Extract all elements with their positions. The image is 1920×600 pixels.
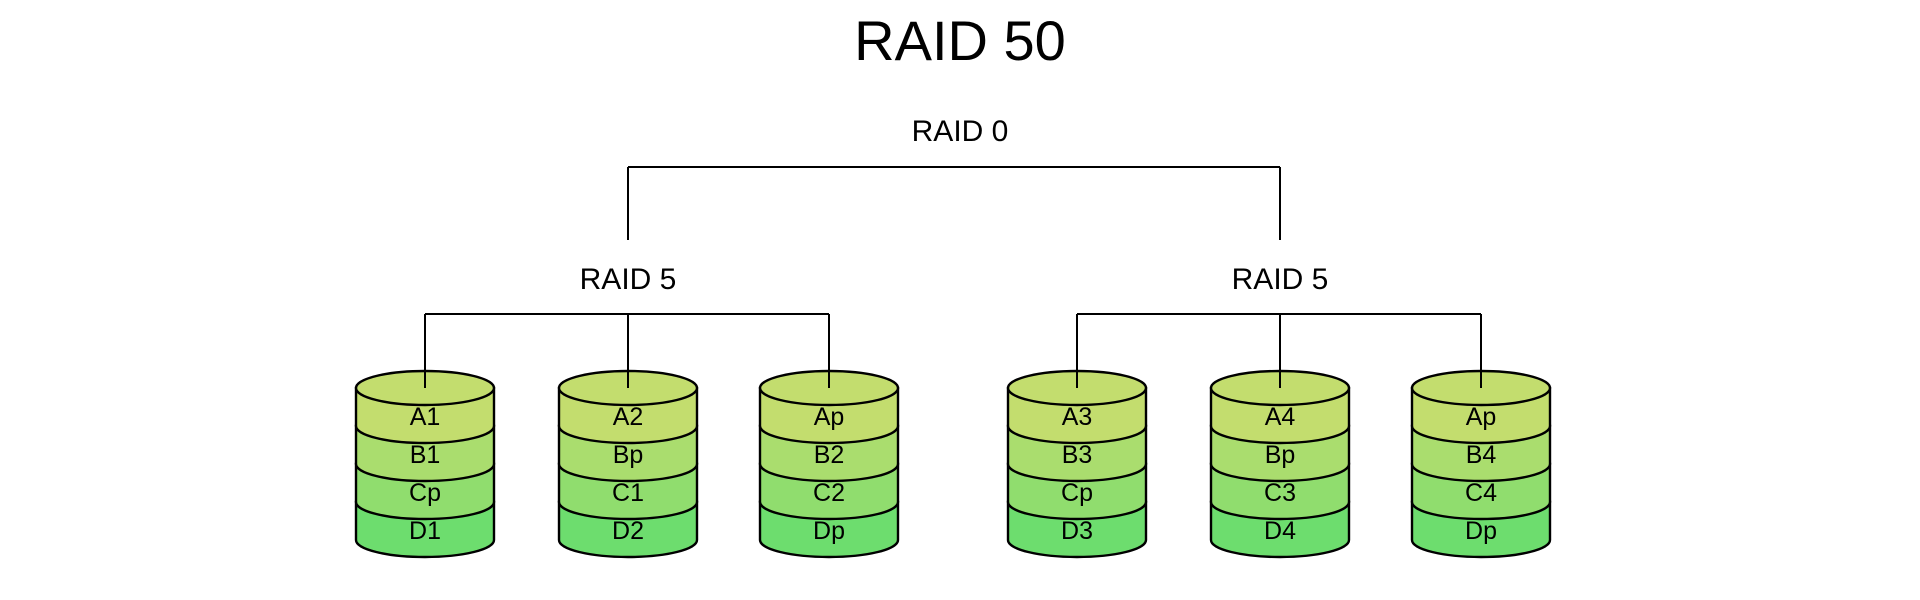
- block-label: D4: [1264, 517, 1296, 545]
- block-label: Ap: [814, 403, 845, 431]
- block-label: B2: [814, 441, 845, 469]
- block-label: C3: [1264, 479, 1296, 507]
- block-label: C2: [813, 479, 845, 507]
- raid5-label: RAID 5: [1232, 263, 1329, 296]
- raid5-label: RAID 5: [580, 263, 677, 296]
- block-label: A1: [410, 403, 441, 431]
- block-label: D3: [1061, 517, 1093, 545]
- block-label: Dp: [1465, 517, 1497, 545]
- block-label: Bp: [1265, 441, 1296, 469]
- diagram-title: RAID 50: [854, 9, 1066, 72]
- block-label: A4: [1265, 403, 1296, 431]
- block-label: C1: [612, 479, 644, 507]
- block-label: Cp: [1061, 479, 1093, 507]
- block-label: B4: [1466, 441, 1497, 469]
- block-label: C4: [1465, 479, 1497, 507]
- block-label: D1: [409, 517, 441, 545]
- raid0-label: RAID 0: [912, 115, 1009, 148]
- block-label: D2: [612, 517, 644, 545]
- block-label: B3: [1062, 441, 1093, 469]
- block-label: Bp: [613, 441, 644, 469]
- block-label: Dp: [813, 517, 845, 545]
- block-label: B1: [410, 441, 441, 469]
- block-label: A3: [1062, 403, 1093, 431]
- block-label: A2: [613, 403, 644, 431]
- block-label: Cp: [409, 479, 441, 507]
- block-label: Ap: [1466, 403, 1497, 431]
